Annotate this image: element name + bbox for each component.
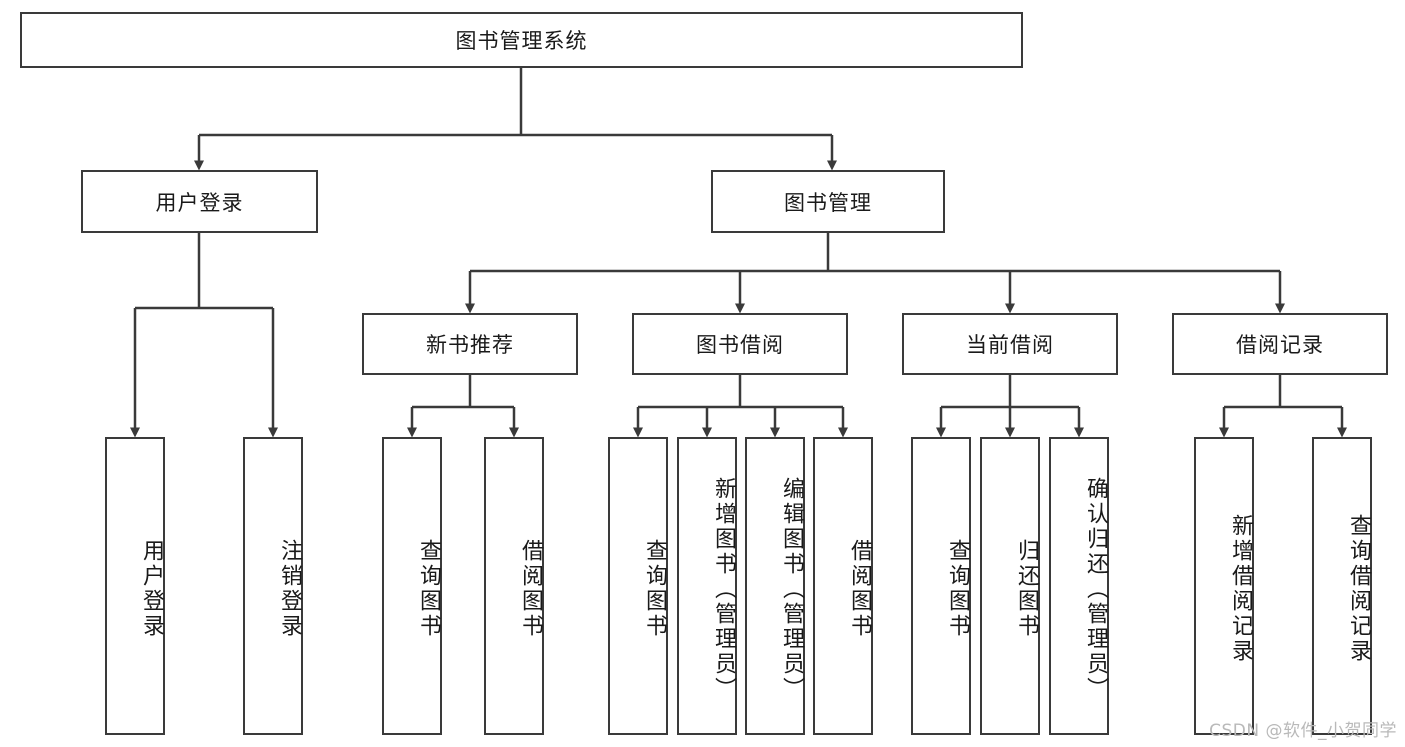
leaf-return-book[interactable]: 归还图书 <box>980 437 1040 735</box>
leaf-edit-book-admin[interactable]: 编辑图书（管理员） <box>745 437 805 735</box>
node-current-borrowing[interactable]: 当前借阅 <box>902 313 1118 375</box>
node-borrowing-record[interactable]: 借阅记录 <box>1172 313 1388 375</box>
leaf-query-borrow-record[interactable]: 查询借阅记录 <box>1312 437 1372 735</box>
node-label: 查询图书 <box>642 539 667 639</box>
leaf-query-book-current[interactable]: 查询图书 <box>911 437 971 735</box>
leaf-add-borrow-record[interactable]: 新增借阅记录 <box>1194 437 1254 735</box>
node-label: 借阅记录 <box>1236 333 1324 357</box>
node-book-borrowing[interactable]: 图书借阅 <box>632 313 848 375</box>
leaf-query-book-borrow[interactable]: 查询图书 <box>608 437 668 735</box>
node-label: 新书推荐 <box>426 333 514 357</box>
node-label: 编辑图书（管理员） <box>779 476 804 702</box>
node-label: 新增图书（管理员） <box>711 476 736 702</box>
node-label: 注销登录 <box>277 539 302 639</box>
node-book-management[interactable]: 图书管理 <box>711 170 945 233</box>
leaf-user-login[interactable]: 用户登录 <box>105 437 165 735</box>
node-label: 借阅图书 <box>518 539 543 639</box>
leaf-logout[interactable]: 注销登录 <box>243 437 303 735</box>
leaf-confirm-return-admin[interactable]: 确认归还（管理员） <box>1049 437 1109 735</box>
node-user-login[interactable]: 用户登录 <box>81 170 318 233</box>
leaf-add-book-admin[interactable]: 新增图书（管理员） <box>677 437 737 735</box>
node-label: 用户登录 <box>139 539 164 639</box>
node-label: 图书管理系统 <box>455 29 588 53</box>
node-label: 当前借阅 <box>966 333 1054 357</box>
leaf-query-book-recommend[interactable]: 查询图书 <box>382 437 442 735</box>
leaf-borrow-book[interactable]: 借阅图书 <box>813 437 873 735</box>
node-label: 查询图书 <box>945 539 970 639</box>
node-label: 图书借阅 <box>696 333 784 357</box>
node-label: 用户登录 <box>155 190 244 215</box>
node-root-book-management-system[interactable]: 图书管理系统 <box>20 12 1023 68</box>
node-label: 查询借阅记录 <box>1346 514 1371 664</box>
node-label: 确认归还（管理员） <box>1083 476 1108 702</box>
csdn-watermark: CSDN @软件_小贺同学 <box>1209 721 1397 741</box>
node-label: 归还图书 <box>1014 539 1039 639</box>
node-label: 新增借阅记录 <box>1228 514 1253 664</box>
node-new-book-recommendation[interactable]: 新书推荐 <box>362 313 578 375</box>
node-label: 图书管理 <box>784 190 872 215</box>
leaf-borrow-book-recommend[interactable]: 借阅图书 <box>484 437 544 735</box>
node-label: 查询图书 <box>416 539 441 639</box>
node-label: 借阅图书 <box>847 539 872 639</box>
